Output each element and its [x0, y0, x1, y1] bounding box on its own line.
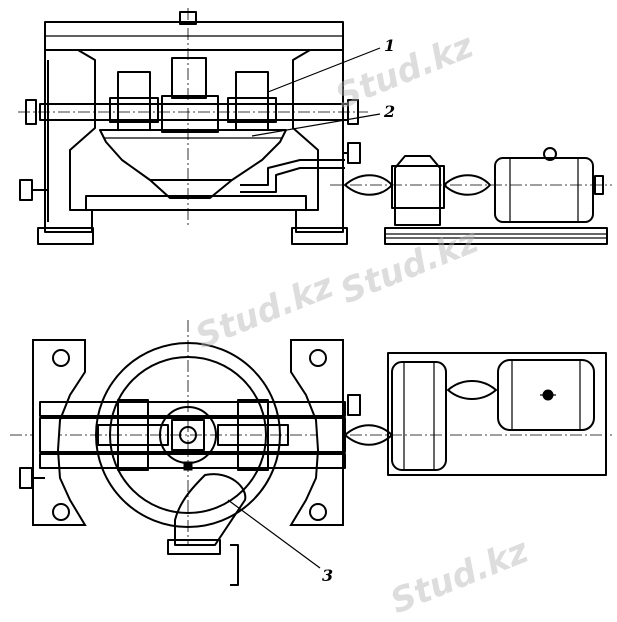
leader-lines	[227, 47, 381, 569]
callout-3: 3	[322, 566, 334, 585]
technical-drawing	[10, 8, 612, 586]
callout-2: 2	[384, 102, 396, 121]
plan-view	[10, 320, 612, 586]
front-elevation	[18, 8, 612, 245]
callout-1: 1	[384, 36, 396, 55]
